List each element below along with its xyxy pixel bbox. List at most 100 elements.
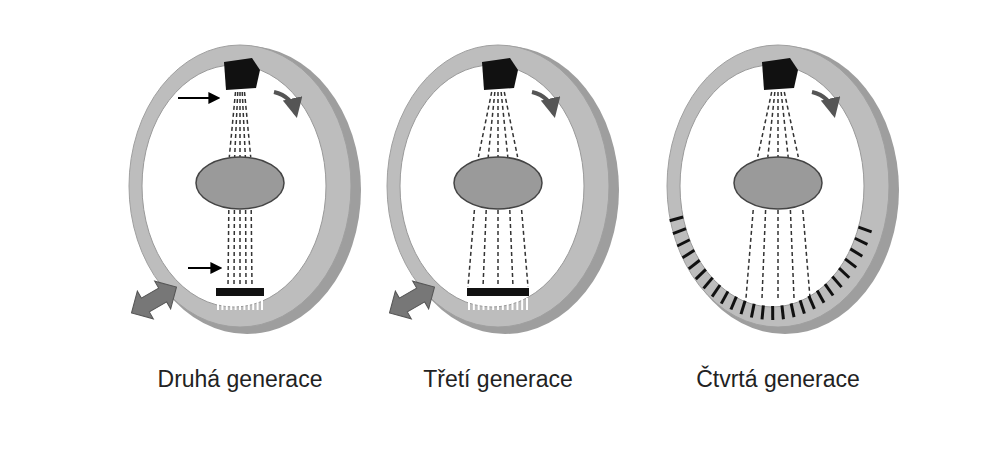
ring-detector — [751, 304, 754, 318]
detector-element — [226, 298, 228, 310]
ring-detector — [858, 227, 871, 232]
ring-detector — [855, 238, 868, 244]
ring-detector — [771, 306, 774, 320]
beam-ray — [777, 210, 779, 298]
beam-ray — [762, 210, 766, 298]
ring-detector — [791, 303, 794, 317]
xray-tube — [762, 58, 798, 90]
ring-detector — [800, 300, 804, 313]
beam-ray — [510, 210, 513, 287]
detector-element — [248, 298, 250, 310]
ring-detector — [809, 296, 815, 309]
rotation-arrow — [532, 92, 554, 114]
ring-bore — [400, 65, 584, 307]
gantry-second — [123, 45, 361, 334]
detector-element — [239, 298, 241, 310]
patient — [734, 157, 822, 209]
ring-detector — [850, 249, 862, 256]
beam-ray — [497, 210, 499, 287]
detector-element — [473, 298, 475, 310]
detector — [467, 288, 529, 296]
detector-element — [502, 298, 504, 310]
detector-element — [521, 298, 523, 310]
ring-detector — [845, 259, 856, 268]
beam-ray — [239, 210, 241, 287]
beam-ray — [803, 210, 810, 298]
beam-arrow — [188, 267, 220, 269]
detector-element — [507, 298, 509, 310]
translation-arrow — [381, 273, 442, 327]
detector-element — [257, 298, 259, 310]
ring-detector — [689, 260, 700, 269]
detector-element — [261, 298, 263, 310]
detector-element — [487, 298, 489, 310]
detector-element — [217, 298, 219, 310]
ring-detector — [839, 268, 849, 278]
beam-ray — [229, 92, 235, 157]
detector-element — [526, 298, 528, 310]
patient — [454, 157, 542, 209]
generation-caption: Čtvrtá generace — [648, 366, 908, 393]
beam-ray — [768, 92, 775, 157]
beam-ray — [478, 92, 491, 157]
beam-ray — [468, 210, 474, 287]
ring-detector — [762, 305, 763, 319]
detector-element — [252, 298, 254, 310]
generation-caption: Druhá generace — [110, 366, 370, 393]
beam-ray — [488, 92, 495, 157]
detector-element — [512, 298, 514, 310]
xray-tube — [224, 58, 260, 90]
detector-element — [483, 298, 485, 310]
gantry-third — [381, 45, 619, 334]
translation-arrow — [123, 273, 184, 327]
ring-detector — [677, 240, 690, 246]
beam-ray — [758, 92, 772, 157]
ring-detector — [817, 291, 824, 303]
beam-ray — [239, 92, 241, 157]
rotation-arrow — [812, 92, 834, 114]
detector — [216, 288, 264, 296]
detector-element — [235, 298, 237, 310]
beam-ray — [235, 92, 238, 157]
detector-element — [230, 298, 232, 310]
detector-element — [221, 298, 223, 310]
detector-element — [497, 298, 499, 310]
detector-element — [468, 298, 470, 310]
beam-ray — [784, 92, 798, 157]
gantry-fourth — [667, 45, 899, 334]
beam-ray — [522, 210, 528, 287]
beam-ray — [497, 92, 499, 157]
ring-detector — [832, 277, 841, 288]
beam-ray — [245, 210, 247, 287]
ring-detector — [670, 217, 684, 221]
ring-detector — [731, 297, 736, 310]
patient — [196, 157, 284, 209]
beam-ray — [790, 210, 794, 298]
generation-caption: Třetí generace — [368, 366, 628, 393]
ring-detector — [704, 278, 713, 289]
ring-detector — [712, 285, 720, 297]
ring — [667, 45, 889, 327]
detector-element — [492, 298, 494, 310]
ring-detector — [782, 305, 784, 319]
detector-element — [478, 298, 480, 310]
ring-bore — [680, 65, 864, 307]
ring-detector — [673, 229, 686, 234]
detector-element — [516, 298, 518, 310]
ring-detector — [696, 269, 706, 279]
ring-detector — [683, 250, 695, 258]
beam-ray — [245, 92, 251, 157]
beam-ray — [250, 210, 252, 287]
beam-ray — [746, 210, 753, 298]
beam-ray — [777, 92, 779, 157]
ring-detector — [721, 291, 728, 303]
ring-bore — [142, 65, 326, 307]
beam-ray — [504, 92, 517, 157]
xray-tube — [482, 58, 518, 90]
ring-detector — [825, 284, 833, 295]
beam-ray — [233, 210, 235, 287]
detector-element — [243, 298, 245, 310]
beam-ray — [227, 210, 229, 287]
